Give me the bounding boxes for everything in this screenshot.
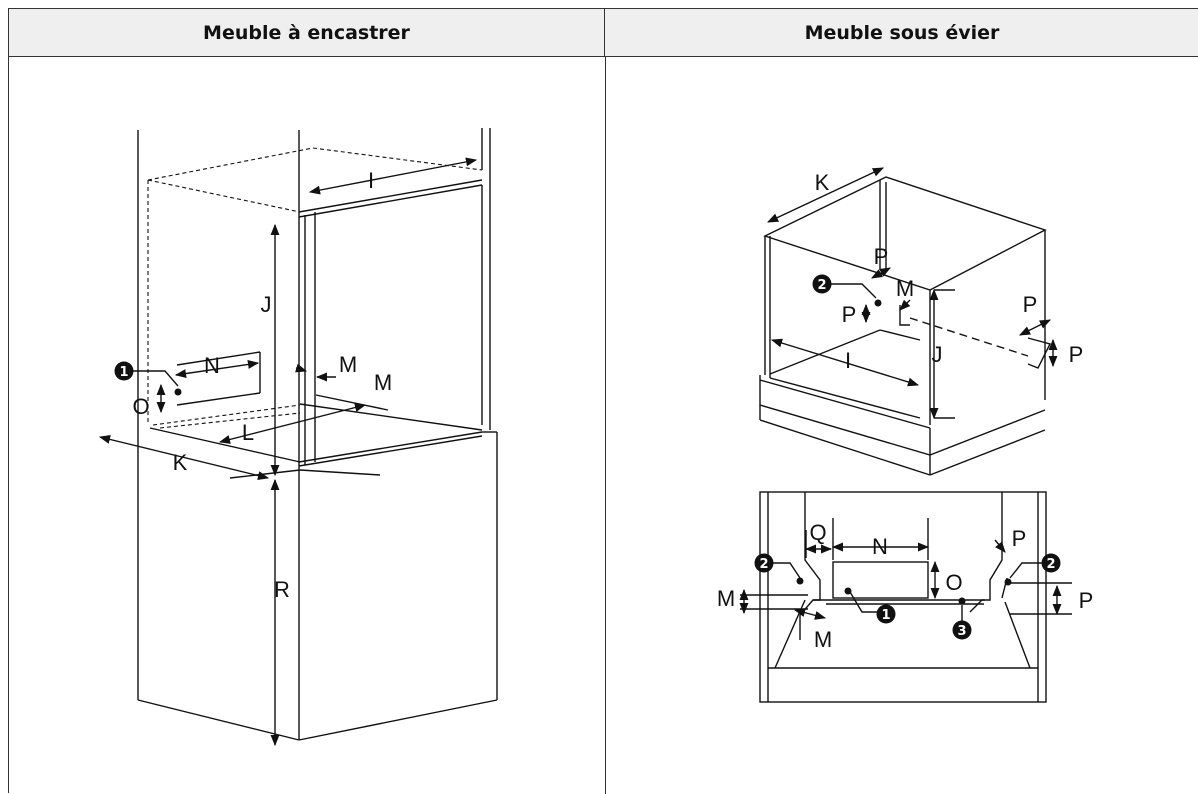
svg-text:3: 3 bbox=[957, 624, 966, 639]
label-R-left: R bbox=[274, 577, 290, 602]
marker-1-left: 1 bbox=[114, 361, 134, 381]
label-L-left: L bbox=[242, 420, 254, 445]
column-title-built-in: Meuble à encastrer bbox=[203, 21, 410, 44]
under-sink-top-view bbox=[739, 491, 1072, 703]
label-P3-right-top: P bbox=[1023, 292, 1038, 317]
label-M1-left: M bbox=[339, 352, 357, 377]
lower-cabinet-bottom-right bbox=[298, 699, 498, 741]
label-I-right: I bbox=[845, 348, 851, 373]
svg-text:1: 1 bbox=[119, 365, 128, 380]
dim-line-K bbox=[98, 435, 270, 480]
cutout-rect bbox=[832, 561, 929, 599]
svg-text:1: 1 bbox=[881, 608, 890, 623]
marker-3-bottom: 3 bbox=[952, 620, 972, 640]
label-N-bottom: N bbox=[872, 534, 888, 559]
label-P1-right-top: P bbox=[874, 244, 889, 269]
marker-1-leader bbox=[133, 370, 179, 387]
column-header-under-sink: Meuble sous évier bbox=[605, 9, 1198, 57]
dim-line-N bbox=[174, 360, 260, 378]
label-P4-right-top: P bbox=[1069, 342, 1084, 367]
shelf-front-edge bbox=[298, 431, 483, 463]
label-K-right: K bbox=[815, 170, 830, 195]
label-J-right: J bbox=[932, 342, 943, 367]
dimensions-table: Meuble à encastrer Meuble sous évier bbox=[8, 8, 1198, 794]
label-P2-bottom: P bbox=[1079, 588, 1094, 613]
svg-text:2: 2 bbox=[817, 278, 826, 293]
label-N-left: N bbox=[204, 353, 220, 378]
label-K-left: K bbox=[173, 450, 188, 475]
label-P2-right-top: P bbox=[842, 302, 857, 327]
cabinet-top-opening bbox=[763, 176, 1047, 291]
column-title-under-sink: Meuble sous évier bbox=[804, 21, 1000, 44]
dim-line-L bbox=[218, 403, 367, 444]
label-M-right-top: M bbox=[896, 276, 914, 301]
label-M1-bottom: M bbox=[717, 586, 735, 611]
dim-line-K-right bbox=[766, 167, 885, 223]
dim-line-I-right bbox=[770, 338, 920, 387]
label-O-left: O bbox=[132, 394, 149, 419]
label-M2-bottom: M bbox=[814, 627, 832, 652]
label-M2-left: M bbox=[374, 370, 392, 395]
marker-2-top: 2 bbox=[812, 274, 832, 294]
under-sink-cabinet-perspective bbox=[759, 167, 1058, 476]
column-header-built-in: Meuble à encastrer bbox=[9, 9, 605, 57]
marker-2-bottom-right: 2 bbox=[1041, 553, 1061, 573]
column-divider bbox=[605, 57, 606, 794]
marker-2-bottom-left: 2 bbox=[754, 553, 774, 573]
marker-1-bottom: 1 bbox=[876, 604, 896, 624]
built-in-cabinet-diagram bbox=[98, 128, 498, 747]
top-view-outline bbox=[759, 491, 1047, 703]
opening-top-edge bbox=[298, 179, 483, 213]
label-J-left: J bbox=[261, 292, 272, 317]
label-O-bottom: O bbox=[945, 570, 962, 595]
label-P1-bottom: P bbox=[1012, 526, 1027, 551]
svg-text:2: 2 bbox=[759, 557, 768, 572]
label-Q-bottom: Q bbox=[809, 520, 826, 545]
svg-text:2: 2 bbox=[1046, 557, 1055, 572]
dim-line-I bbox=[308, 157, 478, 195]
label-I-left: I bbox=[368, 168, 374, 193]
